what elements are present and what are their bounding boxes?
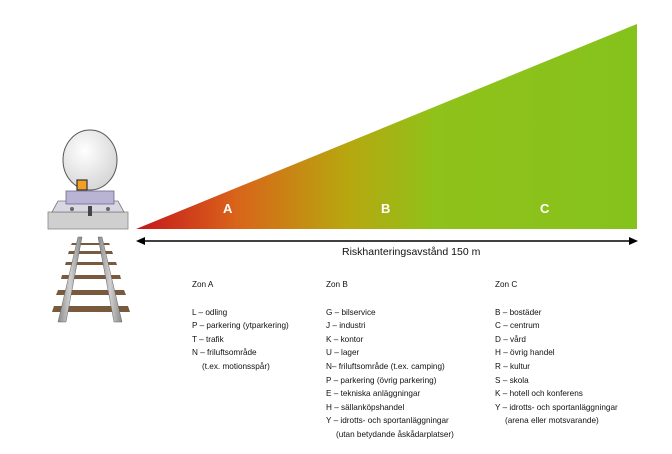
zone-a-list-item: N – friluftsområde	[192, 348, 257, 358]
railway-track-icon	[52, 236, 130, 323]
zone-b-list-item: Y – idrotts- och sportanläggningar	[326, 416, 449, 426]
distance-arrow	[136, 237, 638, 245]
zone-c-list-item: H – övrig handel	[495, 348, 555, 358]
zone-c-list-item: R – kultur	[495, 361, 531, 371]
zone-c-list-item: C – centrum	[495, 321, 540, 331]
zone-c-list-item: K – hotell och konferens	[495, 389, 583, 399]
zone-b-list-item: E – tekniska anläggningar	[326, 389, 421, 399]
tank-wagon-icon	[47, 129, 129, 230]
zone-b-list-item: P – parkering (övrig parkering)	[326, 375, 437, 385]
zone-c-list-item: B – bostäder	[495, 307, 542, 317]
zone-c-list-item: Y – idrotts- och sportanläggningar	[495, 402, 618, 412]
zone-b-list-item: G – bilservice	[326, 307, 376, 317]
zone-a-list-item: T – trafik	[192, 334, 224, 344]
risk-gradient-wedge	[136, 24, 637, 229]
zone-c-heading: Zon C	[495, 280, 518, 289]
zone-c-list: Zon C B – bostäder C – centrum D – vård H – …	[495, 278, 618, 428]
zone-b-list-item: K – kontor	[326, 334, 364, 344]
zone-a-heading: Zon A	[192, 280, 214, 289]
zone-a-list-item: (t.ex. motionsspår)	[202, 361, 270, 371]
zone-a-marker: A	[223, 201, 233, 216]
zone-b-list-item: J – industri	[326, 321, 366, 331]
zone-b-list-item: (utan betydande åskådarplatser)	[336, 429, 454, 439]
zone-a-list-item: P – parkering (ytparkering)	[192, 321, 289, 331]
zone-b-heading: Zon B	[326, 280, 348, 289]
zone-c-list-item: S – skola	[495, 375, 529, 385]
zone-a-list-item: L – odling	[192, 307, 228, 317]
distance-label: Riskhanteringsavstånd 150 m	[342, 246, 481, 258]
zone-c-marker: C	[540, 201, 550, 216]
zone-c-list-item: (arena eller motsvarande)	[505, 416, 599, 426]
zone-b-list: Zon B G – bilservice J – industri K – konto…	[326, 278, 454, 442]
zone-b-list-item: H – sällanköpshandel	[326, 402, 405, 412]
zone-a-list: Zon A L – odling P – parkering (ytparkerin…	[192, 278, 289, 374]
zone-c-list-item: D – vård	[495, 334, 526, 344]
zone-b-list-item: N– friluftsområde (t.ex. camping)	[326, 361, 445, 371]
zone-b-marker: B	[381, 201, 391, 216]
zone-b-list-item: U – lager	[326, 348, 360, 358]
